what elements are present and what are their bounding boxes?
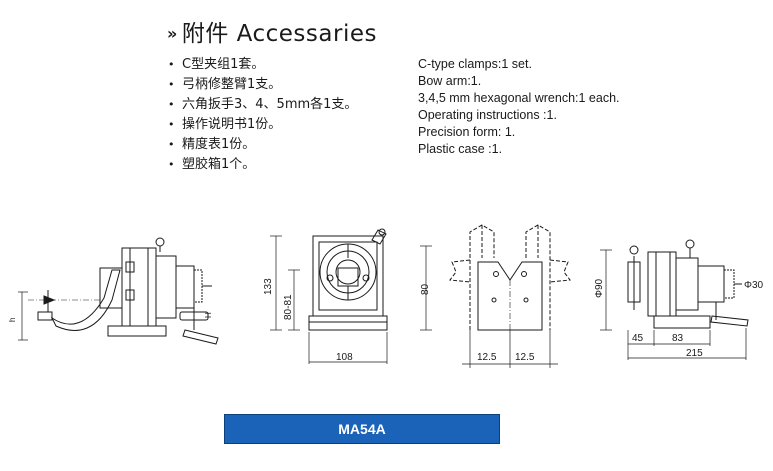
list-item: •C型夹组1套。 xyxy=(168,55,357,75)
list-item: •弓柄修整臂1支。 xyxy=(168,75,357,95)
front-dim-center-range: 80-81 xyxy=(283,294,294,320)
bullet-icon: • xyxy=(168,158,175,171)
list-item: •塑胶箱1个。 xyxy=(168,155,357,175)
block-dim-left: 12.5 xyxy=(477,352,497,363)
list-item: Precision form: 1. xyxy=(418,125,516,139)
right-dim-diameter: Φ90 xyxy=(594,278,605,298)
bullet-icon: • xyxy=(168,118,175,131)
bullet-icon: • xyxy=(168,78,175,91)
right-dim-83: 83 xyxy=(672,333,684,344)
front-dim-height: 133 xyxy=(263,278,274,295)
accessories-list-chinese: •C型夹组1套。 •弓柄修整臂1支。 •六角扳手3、4、5mm各1支。 •操作说… xyxy=(168,55,357,175)
front-dim-width: 108 xyxy=(336,352,353,363)
front-view-drawing: 133 80-81 108 xyxy=(263,228,388,364)
list-item: C-type clamps:1 set. xyxy=(418,57,532,71)
side-dim-H: H xyxy=(204,312,213,318)
list-item: •精度表1份。 xyxy=(168,135,357,155)
right-dim-shaft: Φ30 xyxy=(744,280,764,291)
list-item: Operating instructions :1. xyxy=(418,108,557,122)
side-view-drawing: h H xyxy=(8,237,219,345)
title-arrows: » xyxy=(167,24,178,43)
model-label: MA54A xyxy=(224,414,500,444)
block-dim-height: 80 xyxy=(420,283,431,295)
bullet-icon: • xyxy=(168,138,175,151)
list-item: 3,4,5 mm hexagonal wrench:1 each. xyxy=(418,91,620,105)
side-dim-h: h xyxy=(8,318,17,322)
bullet-icon: • xyxy=(168,98,175,111)
title-english: Accessaries xyxy=(236,21,377,47)
right-dim-215: 215 xyxy=(686,348,703,359)
bullet-icon: • xyxy=(168,58,175,71)
page-title: »附件 Accessaries xyxy=(167,14,377,48)
right-dim-45: 45 xyxy=(632,333,644,344)
list-item: Bow arm:1. xyxy=(418,74,482,88)
list-item: •操作说明书1份。 xyxy=(168,115,357,135)
title-chinese: 附件 xyxy=(181,21,229,47)
vblock-drawing: 80 12.5 12.5 xyxy=(420,224,571,368)
accessories-list-english: C-type clamps:1 set. Bow arm:1. 3,4,5 mm… xyxy=(418,56,620,158)
list-item: •六角扳手3、4、5mm各1支。 xyxy=(168,95,357,115)
block-dim-right: 12.5 xyxy=(515,352,535,363)
list-item: Plastic case :1. xyxy=(418,142,503,156)
dimensioned-side-drawing: Φ90 Φ30 45 83 215 xyxy=(594,239,764,360)
